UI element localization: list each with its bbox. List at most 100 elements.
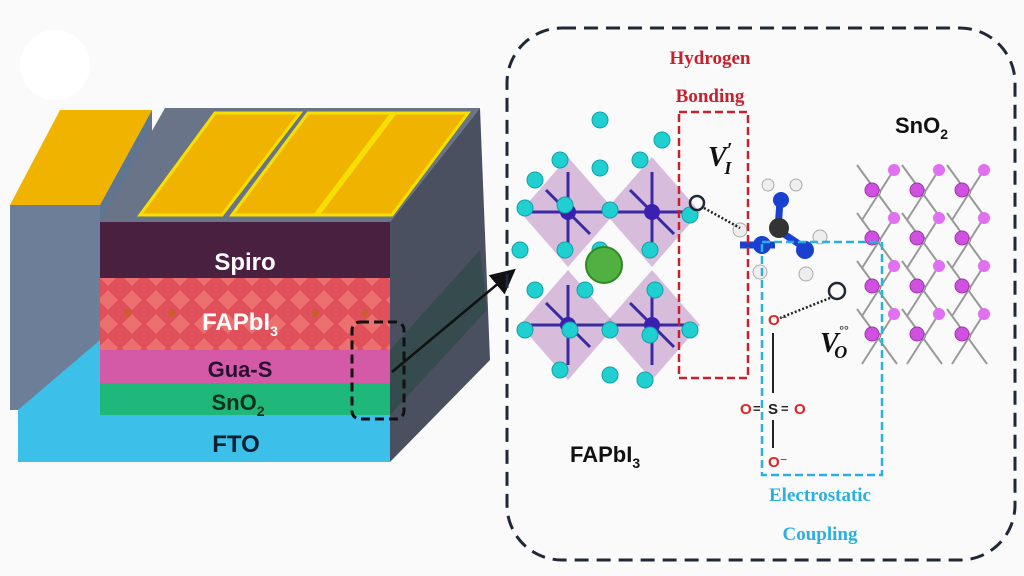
tin-atom <box>864 182 880 198</box>
sulfate-oxygen-top: O⁻ <box>768 312 788 329</box>
hydrogen-atom <box>798 266 814 282</box>
layer-label-fto: FTO <box>212 431 260 458</box>
iodine-atom <box>631 151 649 169</box>
electrostatic-coupling-box <box>760 240 884 477</box>
left-electrode-top <box>10 110 152 205</box>
hydrogen-atom <box>761 178 775 192</box>
tin-atom <box>888 212 900 224</box>
iodine-atom <box>516 321 534 339</box>
layer-spiro <box>100 222 390 278</box>
iodine-atom <box>641 326 659 344</box>
electrostatic-label-line2: Coupling <box>783 524 858 545</box>
sulfate-oxygen-left: O <box>740 401 752 418</box>
tin-atom <box>909 278 925 294</box>
iodine-atom <box>636 371 654 389</box>
iodine-atom <box>591 159 609 177</box>
fa-cation-dot <box>361 309 369 317</box>
iodine-atom <box>511 241 529 259</box>
iodine-atom <box>601 366 619 384</box>
iodine-atom <box>516 199 534 217</box>
hydrogen-bonding-label-line1: Hydrogen <box>670 48 751 69</box>
tin-atom <box>864 278 880 294</box>
fa-cation-dot <box>311 309 319 317</box>
iodide-vacancy-circle <box>688 194 706 212</box>
fapbi3-label: FAPbI3 <box>570 442 640 471</box>
sulfur-atom: S <box>768 401 778 418</box>
tin-atom <box>909 326 925 342</box>
tin-atom <box>978 260 990 272</box>
layer-label-gua-s: Gua-S <box>208 357 273 382</box>
iodine-atom <box>526 171 544 189</box>
tin-atom <box>954 278 970 294</box>
fapbi3-lattice <box>511 111 700 389</box>
fa-cation-dot <box>124 309 132 317</box>
device-stack: Spiro FAPbI3 Gua-S SnO2 FTO <box>10 108 516 462</box>
iodine-atom <box>653 131 671 149</box>
electrode-2 <box>229 111 396 217</box>
layer-label-sno2: SnO2 <box>211 390 264 419</box>
carbon-atom <box>769 218 789 238</box>
sulfate-oxygen-bottom: O⁻ <box>768 454 788 471</box>
electrode-3 <box>314 111 471 217</box>
layer-label-spiro: Spiro <box>214 249 275 276</box>
tin-atom <box>978 164 990 176</box>
iodine-atom <box>551 361 569 379</box>
hydrogen-atom <box>752 264 768 280</box>
iodine-atom <box>601 201 619 219</box>
iodine-atom <box>591 111 609 129</box>
hydrogen-atom <box>789 178 803 192</box>
tin-atom <box>978 308 990 320</box>
tin-atom <box>888 260 900 272</box>
layer-gua-s <box>100 350 390 383</box>
tin-atom <box>864 326 880 342</box>
iodine-atom <box>576 281 594 299</box>
electrode-1 <box>137 111 304 217</box>
hydrogen-bonding-label-line2: Bonding <box>676 86 745 107</box>
fto-base-top <box>18 340 100 415</box>
sulfate-oxygen-right: O <box>794 401 806 418</box>
nitrogen-atom <box>796 241 814 259</box>
iodine-atom <box>556 241 574 259</box>
interface-panel-border <box>505 26 1017 562</box>
zoom-arrow <box>391 268 516 373</box>
sno2-lattice <box>856 164 990 365</box>
iodine-atom <box>561 321 579 339</box>
iodine-atom <box>641 241 659 259</box>
layer-fapbi3 <box>100 278 390 350</box>
lead-atom <box>644 204 660 220</box>
layer-sno2 <box>100 383 390 415</box>
electrostatic-bond-line <box>779 296 831 320</box>
iodine-atom <box>551 151 569 169</box>
tin-atom <box>909 230 925 246</box>
iodide-vacancy-label: V′I <box>708 139 732 178</box>
hydrogen-atom <box>732 222 748 238</box>
tin-atom <box>954 326 970 342</box>
fa-cation-dot <box>168 309 176 317</box>
tin-atom <box>933 308 945 320</box>
iodine-atom <box>646 281 664 299</box>
tin-atom <box>954 230 970 246</box>
nitrogen-atom <box>773 192 789 208</box>
double-bond-left: = <box>753 401 761 416</box>
hydrogen-atom <box>812 229 828 245</box>
fa-cation-atom <box>585 246 623 284</box>
double-bond-right: = <box>781 401 789 416</box>
fto-base-front <box>18 412 390 462</box>
decor-circle <box>20 30 90 100</box>
tin-atom <box>909 182 925 198</box>
layer-label-fapbi3: FAPbI3 <box>202 309 278 339</box>
tin-atom <box>933 212 945 224</box>
zoom-region-box <box>350 320 406 421</box>
hydrogen-bond-line <box>703 206 741 230</box>
tin-atom <box>978 212 990 224</box>
oxygen-vacancy-label: V°°O <box>820 323 848 362</box>
iodine-atom <box>681 321 699 339</box>
tin-atom <box>954 182 970 198</box>
tin-atom <box>933 164 945 176</box>
tin-atom <box>888 164 900 176</box>
sulfate-group: O⁻ O = S = O O⁻ <box>740 312 806 471</box>
tin-atom <box>933 260 945 272</box>
iodine-atom <box>556 196 574 214</box>
